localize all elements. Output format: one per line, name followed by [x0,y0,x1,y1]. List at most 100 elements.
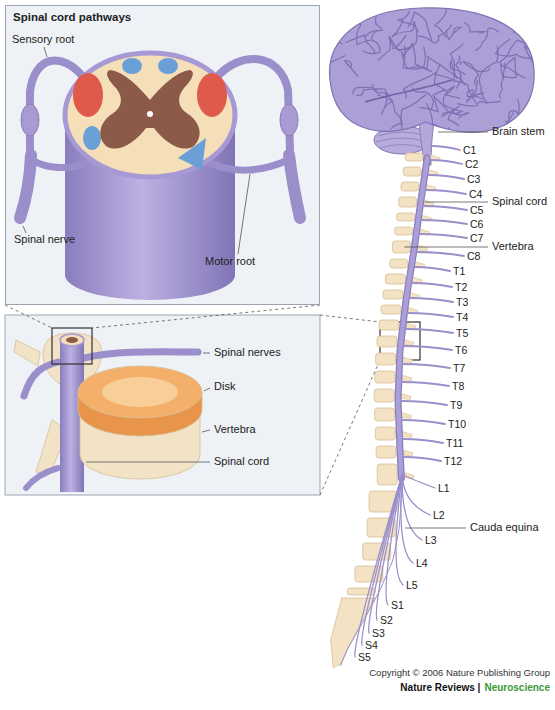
spinal-cord-segment [66,337,78,343]
level-label: L1 [438,482,450,495]
level-label: T7 [453,362,465,375]
leader-line [44,47,47,57]
vertebra-body [397,213,415,221]
level-label: T12 [444,455,462,468]
leader-line [204,388,210,391]
brain-gyrus [395,35,413,55]
brain-gyrus [451,44,464,82]
level-label: T3 [456,296,468,309]
level-label: T4 [456,311,468,324]
brain-gyrus [420,96,448,111]
level-label: C1 [463,144,476,157]
level-label: S3 [372,627,385,640]
spinal-cord-segment [60,334,84,346]
spinous-process [404,340,414,346]
cauda-root [355,474,402,657]
brain-gyrus [433,64,446,95]
brain-gyrus [337,0,356,25]
inset-title: Spinal cord pathways [13,11,131,23]
spinal-nerve [419,234,467,238]
part-label: Sensory root [12,33,74,46]
brain-gyrus [413,88,434,109]
spinous-process [402,432,412,438]
brain-gyrus [295,56,345,75]
part-label: Spinal nerves [214,346,281,359]
brain-gyrus [324,0,353,15]
spinal-nerve [402,420,445,424]
cauda-root [402,474,422,540]
level-label: S2 [380,614,393,627]
cord-cross-section [197,73,227,117]
brain-gyrus [401,95,426,131]
brain-gyrus [442,112,468,118]
inset-panel [5,315,320,495]
vertebral-body [78,366,202,418]
part-label: Cauda equina [470,521,539,534]
zoom-marker [52,328,92,364]
brain-gyrus [399,44,432,72]
spinous-process [412,277,422,283]
brain-gyrus [465,23,486,33]
vertebra-body [403,167,421,176]
brain-fissure [365,80,452,102]
part-label: Spinal cord [214,455,269,468]
cord-cross-section [73,73,103,117]
spinal-nerve [431,146,460,150]
level-label: L4 [416,557,428,570]
zoom-line [92,305,320,328]
brain-gyrus [312,124,331,151]
level-label: T5 [456,327,468,340]
cord-cross-section [122,58,142,74]
spinal-nerve [403,439,443,443]
brain-gyrus [533,0,543,22]
leader-line [238,174,250,254]
cord-cross-section [83,126,101,150]
leader-line [202,430,210,432]
spinal-nerve [430,160,462,164]
filum [341,474,402,666]
leader-line [23,47,250,462]
level-label: T11 [446,437,463,450]
leader-line [86,462,210,463]
level-label: T6 [455,344,467,357]
nerve-root [20,155,31,218]
spinal-nerve [412,283,452,287]
level-label: C8 [467,250,480,263]
vertebral-body [102,377,178,407]
zoom-line [320,315,380,322]
brain-gyrus [457,101,500,106]
cerebrum [330,8,535,133]
inset-box: Spinal cord pathways [5,5,320,305]
level-label: L3 [425,534,437,547]
spinous-process [424,200,434,206]
vertebra-body [376,446,396,458]
spinous-process [401,394,411,400]
level-label: S4 [365,639,378,652]
spinous-process [403,450,413,456]
inset-panel [5,315,320,495]
vertebra-body [385,274,405,284]
cauda-root [401,474,413,563]
level-label: T8 [452,380,464,393]
level-label: S5 [358,651,371,664]
level-label: T2 [455,281,467,294]
vertebra-body [379,320,399,330]
vertebra-body [401,182,419,191]
part-label: Vertebra [492,240,534,253]
spinal-column [331,132,488,668]
vertebra-body [383,290,403,299]
level-label: T10 [448,418,466,431]
spinous-process [406,323,416,329]
brain-gyrus [427,103,449,136]
nerve-root [205,160,288,170]
leader-line [203,353,210,354]
brain-gyrus [435,0,446,37]
vertebra-body [395,227,413,235]
zoom-line [5,305,380,495]
spinal-nerve [402,382,449,386]
vertebra-body [390,259,408,268]
level-label: T1 [453,265,465,278]
nerve-root [289,155,300,218]
level-label: C5 [470,204,483,217]
zoom-line [5,305,52,328]
